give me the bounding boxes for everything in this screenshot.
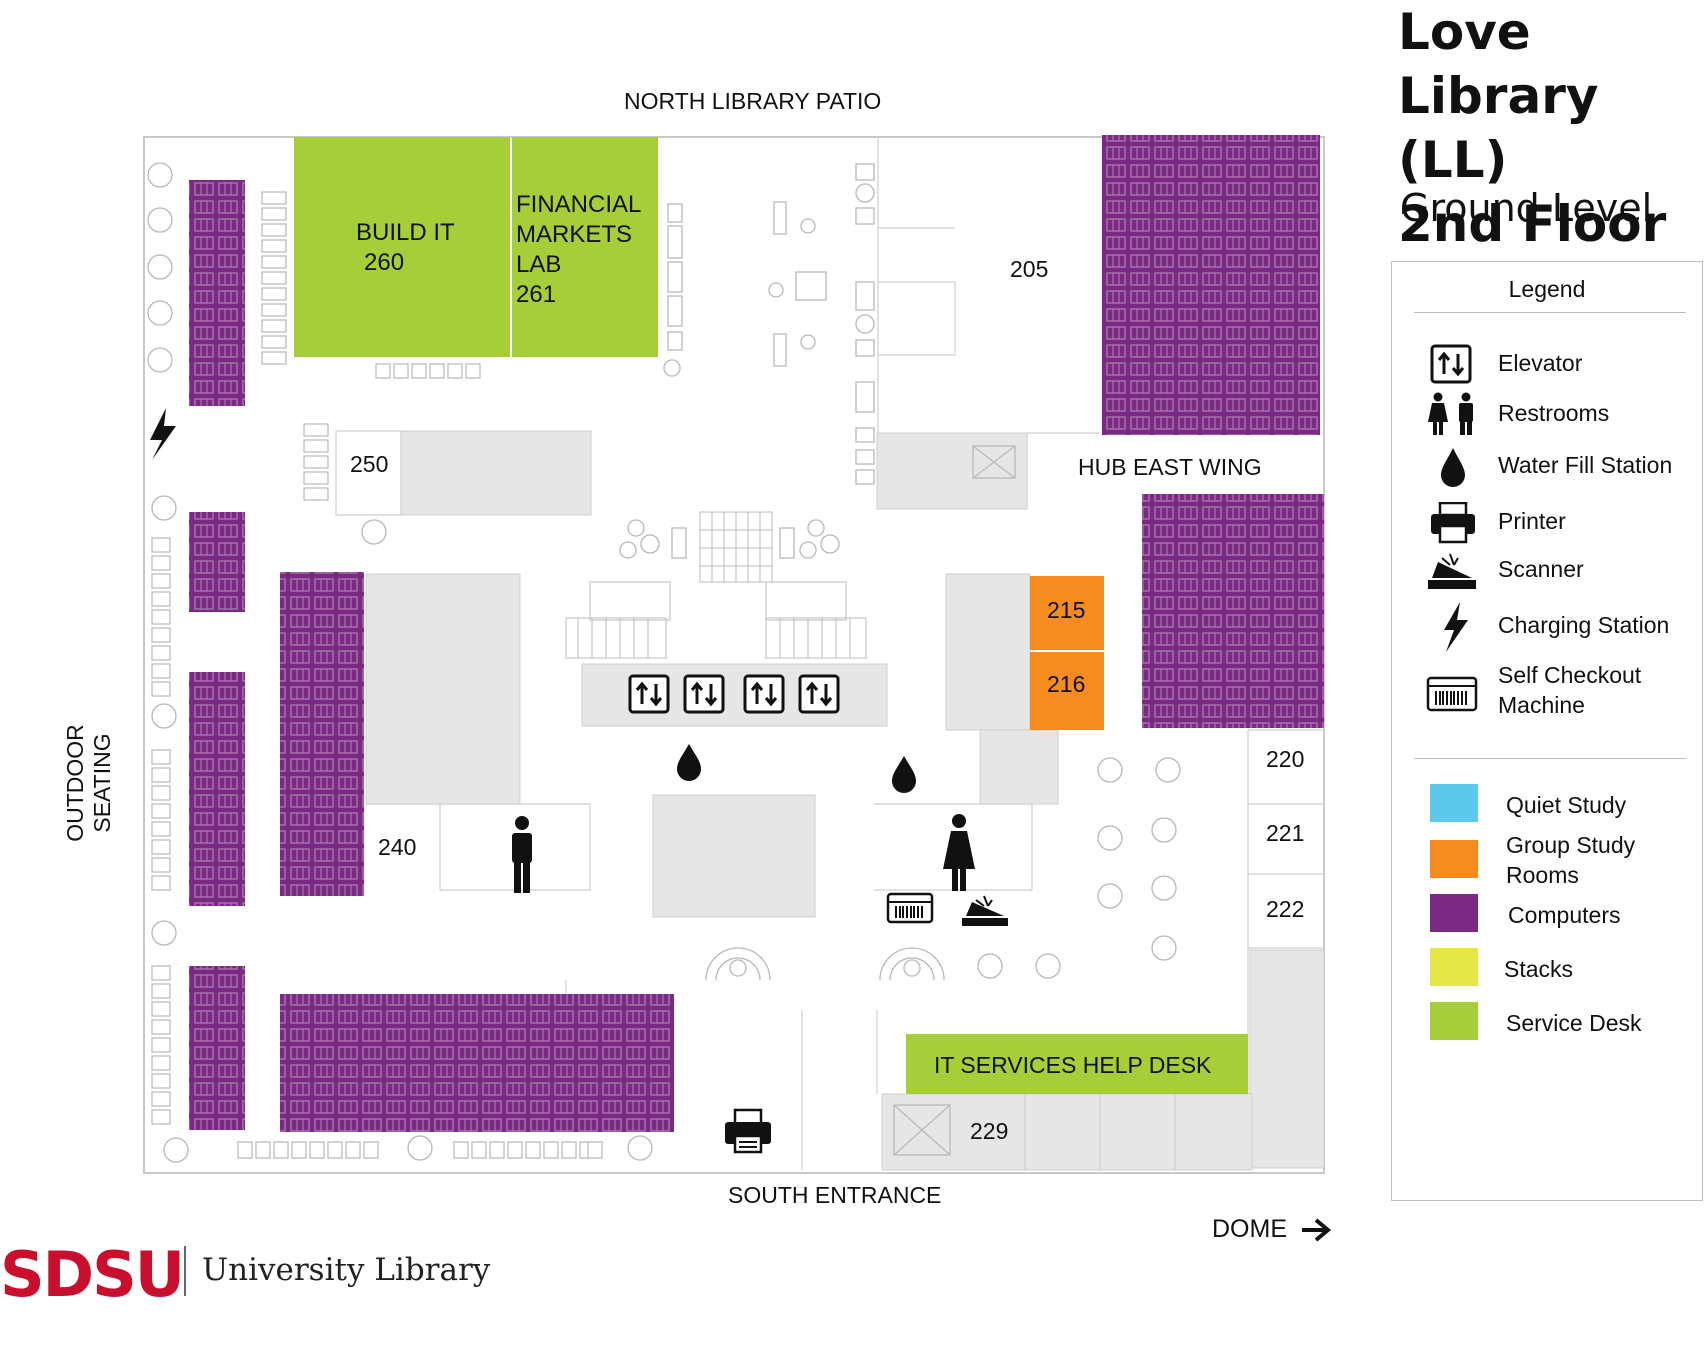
printer-icon (1431, 502, 1475, 544)
room-215 (1030, 576, 1104, 650)
water-drop-icon (892, 756, 916, 793)
it-services-help-desk-label: IT SERVICES HELP DESK (934, 1052, 1212, 1078)
room-229-label: 229 (970, 1118, 1009, 1144)
room-216 (1030, 652, 1104, 730)
legend-group-study-line1: Group Study (1506, 832, 1636, 858)
round-tables (705, 757, 1181, 981)
hub-east-wing-label: HUB EAST WING (1078, 454, 1262, 480)
title-line-3: 2nd Floor (1398, 195, 1667, 253)
legend-self-checkout-line2: Machine (1498, 692, 1585, 718)
fml-line-2: MARKETS (516, 221, 633, 248)
arrow-right-icon (1302, 1218, 1332, 1242)
service-desk-swatch (1430, 1002, 1478, 1040)
group-study-swatch (1430, 840, 1478, 878)
outdoor-chairs (151, 191, 603, 1159)
legend-printer-label: Printer (1498, 508, 1566, 534)
elevator-icon (628, 674, 670, 714)
financial-markets-lab-label: FINANCIAL MARKETS LAB 261 (516, 190, 641, 310)
room-222-label: 222 (1266, 896, 1305, 922)
room-221-label: 221 (1266, 820, 1305, 846)
lightning-icon (150, 408, 176, 460)
room-220-label: 220 (1266, 746, 1305, 772)
sdsu-logo: SDSU (0, 1238, 185, 1311)
build-it-room (294, 137, 510, 357)
legend-restrooms-label: Restrooms (1498, 400, 1610, 426)
room-216-label: 216 (1047, 671, 1086, 697)
north-library-patio-label: NORTH LIBRARY PATIO (624, 88, 882, 114)
water-drop-icon (677, 744, 701, 781)
legend-self-checkout-label: Self Checkout Machine (1498, 660, 1641, 720)
room-240-label: 240 (378, 834, 417, 860)
lightning-icon (1444, 602, 1468, 652)
legend-divider (1414, 312, 1686, 313)
title-line-1: Love (1398, 3, 1531, 61)
legend-self-checkout-line1: Self Checkout (1498, 662, 1642, 688)
map-title: Love Library (LL) 2nd Floor (1398, 0, 1705, 256)
map-subtitle: Ground Level (1400, 186, 1653, 230)
fml-line-4: 261 (516, 281, 557, 308)
legend-stacks-label: Stacks (1504, 956, 1574, 982)
fml-line-3: LAB (516, 251, 562, 278)
quiet-study-swatch (1430, 784, 1478, 822)
university-library-logo: University Library (202, 1252, 491, 1288)
south-entrance-label: SOUTH ENTRANCE (728, 1182, 942, 1208)
womens-restroom-icon (943, 814, 975, 891)
restrooms-icon (1428, 392, 1473, 435)
legend: Legend Elevator Restrooms Water Fill Sta… (1391, 261, 1703, 1201)
legend-charging-label: Charging Station (1498, 612, 1670, 638)
build-it-number: 260 (364, 249, 405, 276)
printer-icon (725, 1108, 771, 1154)
computers-swatch (1430, 894, 1478, 932)
water-drop-icon (1441, 448, 1465, 487)
elevator-icon (1430, 344, 1472, 384)
fml-line-1: FINANCIAL (516, 191, 642, 218)
computer-desk-patterns (189, 135, 1324, 1132)
stairs (565, 511, 867, 659)
financial-markets-lab (512, 137, 658, 357)
barcode-icon (1426, 676, 1478, 712)
it-services-help-desk (906, 1034, 1248, 1094)
elevator-icon (798, 674, 840, 714)
mens-restroom-icon (512, 816, 532, 893)
outdoor-tables (147, 162, 653, 1163)
legend-computers-label: Computers (1508, 902, 1621, 928)
scanner-icon (962, 895, 1008, 926)
legend-quiet-study-label: Quiet Study (1506, 792, 1627, 818)
legend-scanner-label: Scanner (1498, 556, 1584, 582)
legend-elevator-label: Elevator (1498, 350, 1583, 376)
outdoor-seating-label: OUTDOOR SEATING (62, 724, 115, 842)
build-it-label: BUILD IT 260 (356, 218, 455, 278)
stacks-swatch (1430, 948, 1478, 986)
elevators (628, 674, 840, 714)
legend-water-label: Water Fill Station (1498, 452, 1673, 478)
elevator-icon (743, 674, 785, 714)
legend-group-study-line2: Rooms (1506, 862, 1579, 888)
legend-service-desk-label: Service Desk (1506, 1010, 1642, 1036)
build-it-name: BUILD IT (356, 219, 455, 246)
elevator-shaft-marks (893, 445, 1016, 1156)
legend-group-study-label: Group Study Rooms (1506, 830, 1635, 890)
logo-separator (184, 1246, 186, 1296)
title-line-2: Library (LL) (1398, 67, 1599, 189)
dome-label: DOME (1212, 1215, 1287, 1243)
scanner-icon (1428, 553, 1476, 589)
legend-divider (1414, 758, 1686, 759)
elevator-icon (683, 674, 725, 714)
room-205-label: 205 (1010, 256, 1049, 282)
barcode-icon (886, 892, 934, 924)
legend-title: Legend (1508, 276, 1586, 302)
lounge-furniture (619, 163, 875, 559)
room-250-label: 250 (350, 451, 389, 477)
room-215-label: 215 (1047, 597, 1086, 623)
